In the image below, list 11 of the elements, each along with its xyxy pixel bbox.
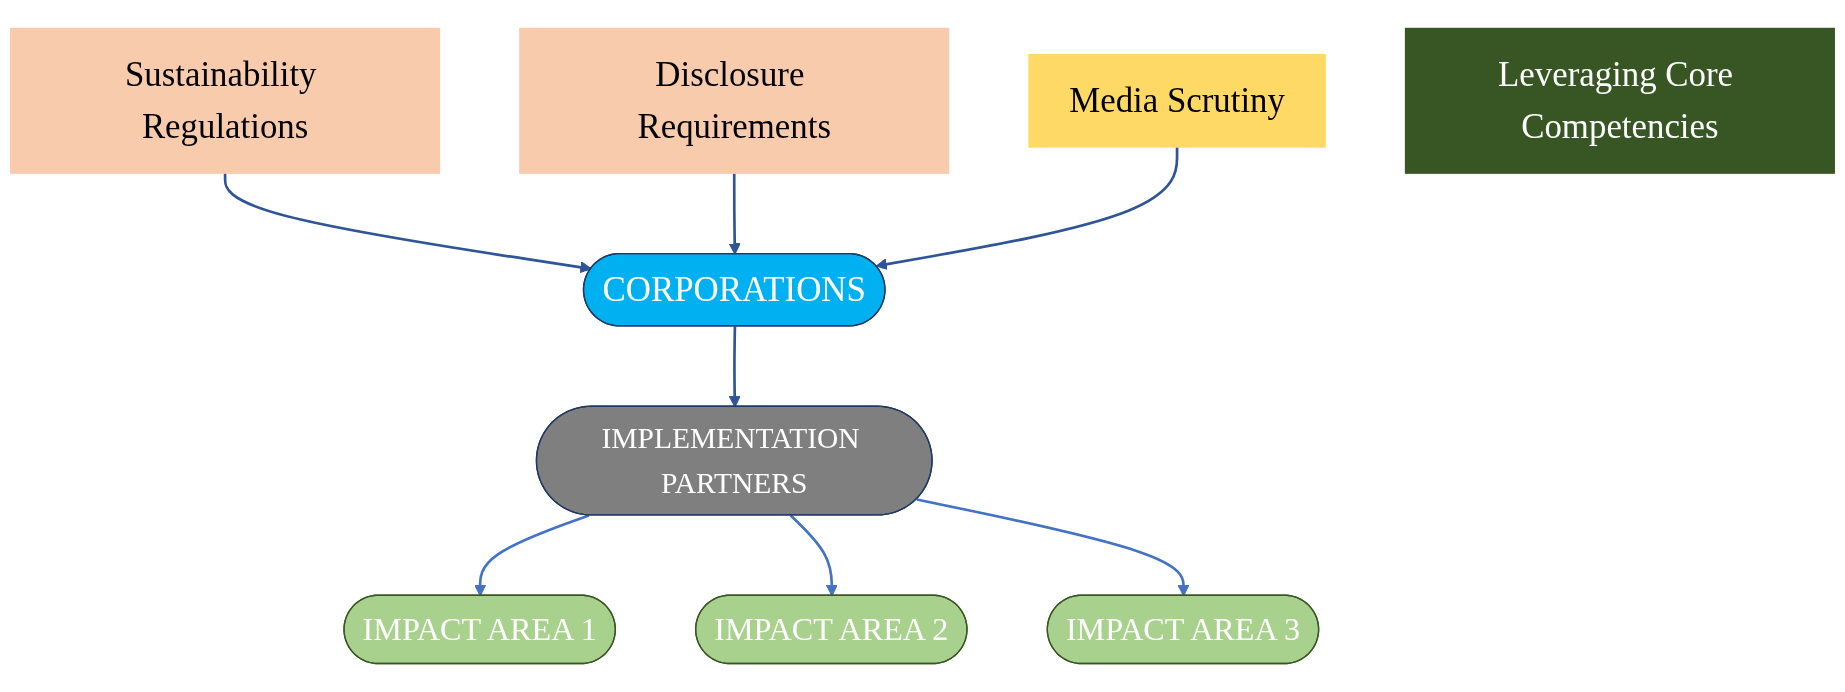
node-box: Sustainability Regulations [10,27,441,174]
arrow [728,326,741,408]
arrow [474,514,590,597]
arrow [916,498,1190,597]
arrow [789,514,838,597]
node-box: Disclosure Requirements [519,27,950,174]
node-box: Media Scrutiny [1028,53,1326,148]
arrow [728,173,741,255]
arrow [223,173,592,274]
node-box: Leveraging Core Competencies [1404,27,1835,174]
arrow [875,147,1179,270]
